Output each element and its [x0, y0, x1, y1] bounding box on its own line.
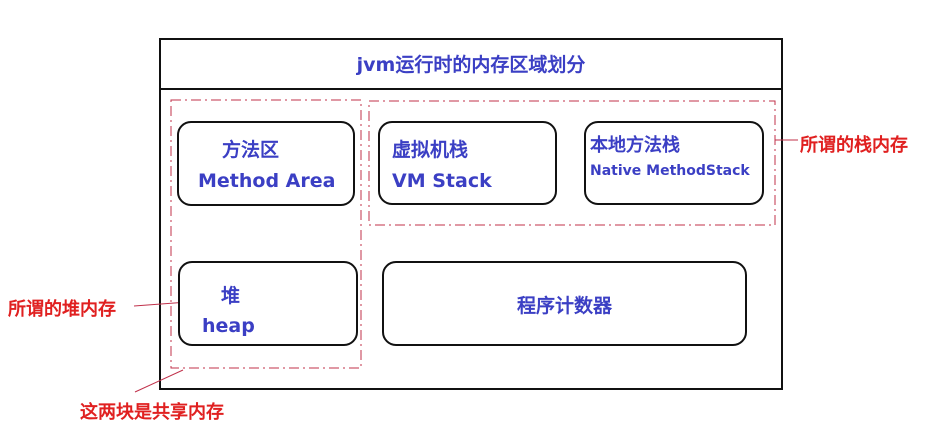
title-bar [159, 38, 783, 90]
shared-memory-annotation: 这两块是共享内存 [80, 402, 224, 423]
vm-stack-box [378, 121, 557, 205]
stack-memory-annotation: 所谓的栈内存 [800, 135, 908, 156]
heap-memory-annotation: 所谓的堆内存 [8, 299, 116, 320]
jvm-memory-frame [159, 38, 783, 390]
heap-box [178, 261, 358, 346]
shared-leader-line [134, 369, 184, 393]
vm-stack-label-en: VM Stack [392, 170, 492, 192]
native-stack-label-en: Native MethodStack [590, 163, 750, 179]
method-area-label-cn: 方法区 [222, 139, 280, 161]
heap-label-en: heap [202, 315, 255, 337]
diagram-title: jvm运行时的内存区域划分 [356, 54, 586, 76]
vm-stack-label-cn: 虚拟机栈 [392, 139, 469, 161]
program-counter-label: 程序计数器 [516, 295, 612, 317]
method-area-label-en: Method Area [198, 170, 336, 192]
native-stack-label-cn: 本地方法栈 [590, 135, 680, 156]
stack-memory-dashed-region [368, 100, 776, 226]
method-area-box [177, 121, 355, 206]
heap-label-cn: 堆 [221, 285, 241, 307]
native-method-stack-box [584, 121, 764, 205]
shared-memory-dashed-region [170, 99, 362, 369]
program-counter-box [382, 261, 747, 346]
